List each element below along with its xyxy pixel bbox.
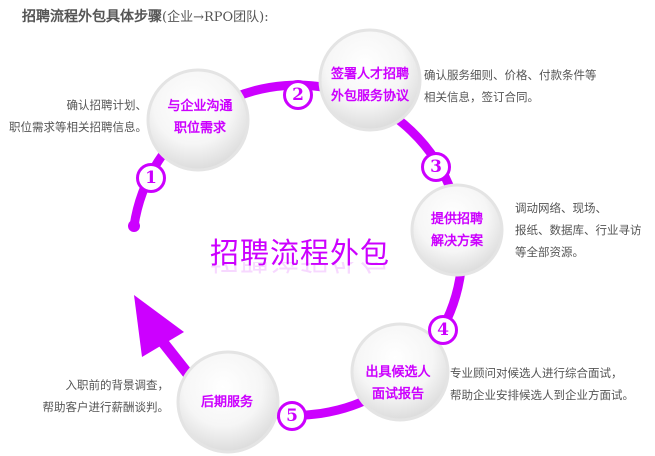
desc-line: 帮助客户进行薪酬谈判。 — [42, 400, 170, 414]
step-3-label: 提供招聘 解决方案 — [431, 209, 483, 253]
step-number-4: 4 — [428, 315, 458, 345]
step-number-3: 3 — [421, 152, 451, 182]
desc-line: 入职前的背景调查， — [65, 378, 170, 392]
step-4-label: 出具候选人 面试报告 — [365, 362, 430, 406]
arc-start-dot — [128, 220, 140, 232]
bubble-5 — [176, 350, 280, 454]
bubble-2 — [318, 28, 422, 132]
center-title: 招聘流程外包 — [210, 236, 391, 270]
arrow-head-icon — [134, 295, 184, 357]
bubble-3 — [410, 183, 504, 277]
desc-line: 等全部资源。 — [515, 245, 584, 259]
desc-line: 确认服务细则、价格、付款条件等 — [424, 68, 597, 82]
step-bubbles — [146, 28, 504, 454]
page-title: 招聘流程外包具体步骤(企业→RPO团队): — [22, 6, 269, 26]
step-4-description: 专业顾问对候选人进行综合面试， 帮助企业安排候选人到企业方面试。 — [450, 362, 634, 406]
step-1-description: 确认招聘计划、 职位需求等相关招聘信息。 — [9, 94, 147, 138]
step-2-label: 签署人才招聘 外包服务协议 — [331, 64, 409, 108]
step-2-description: 确认服务细则、价格、付款条件等 相关信息，签订合同。 — [424, 64, 597, 108]
bubble-4 — [350, 322, 450, 422]
bubble-1 — [146, 68, 250, 172]
label-line: 提供招聘 — [430, 212, 484, 227]
step-5-label: 后期服务 — [201, 392, 253, 414]
desc-line: 确认招聘计划、 — [66, 98, 148, 112]
label-line: 解决方案 — [430, 234, 484, 249]
center-title-reflection: 招聘流程外包 — [210, 262, 390, 282]
label-line: 与企业沟通 — [167, 99, 233, 114]
desc-line: 职位需求等相关招聘信息。 — [9, 120, 147, 134]
step-3-description: 调动网络、现场、 报纸、数据库、行业寻访 等全部资源。 — [515, 197, 642, 263]
label-line: 面试报告 — [371, 387, 425, 402]
step-number-5: 5 — [277, 401, 307, 431]
label-line: 签署人才招聘 — [330, 67, 410, 82]
title-main: 招聘流程外包具体步骤 — [22, 9, 162, 25]
label-line: 后期服务 — [200, 395, 254, 410]
desc-line: 相关信息，签订合同。 — [424, 90, 539, 104]
desc-line: 调动网络、现场、 — [515, 201, 607, 215]
label-line: 外包服务协议 — [330, 89, 410, 104]
label-line: 出具候选人 — [365, 365, 431, 380]
step-1-label: 与企业沟通 职位需求 — [167, 96, 232, 140]
label-line: 职位需求 — [173, 121, 227, 136]
desc-line: 专业顾问对候选人进行综合面试， — [450, 366, 623, 380]
step-number-1: 1 — [136, 163, 166, 193]
desc-line: 报纸、数据库、行业寻访 — [515, 223, 642, 237]
desc-line: 帮助企业安排候选人到企业方面试。 — [450, 388, 634, 402]
title-sub: (企业→RPO团队): — [162, 10, 269, 25]
step-5-description: 入职前的背景调查， 帮助客户进行薪酬谈判。 — [43, 374, 170, 418]
step-number-2: 2 — [283, 80, 313, 110]
